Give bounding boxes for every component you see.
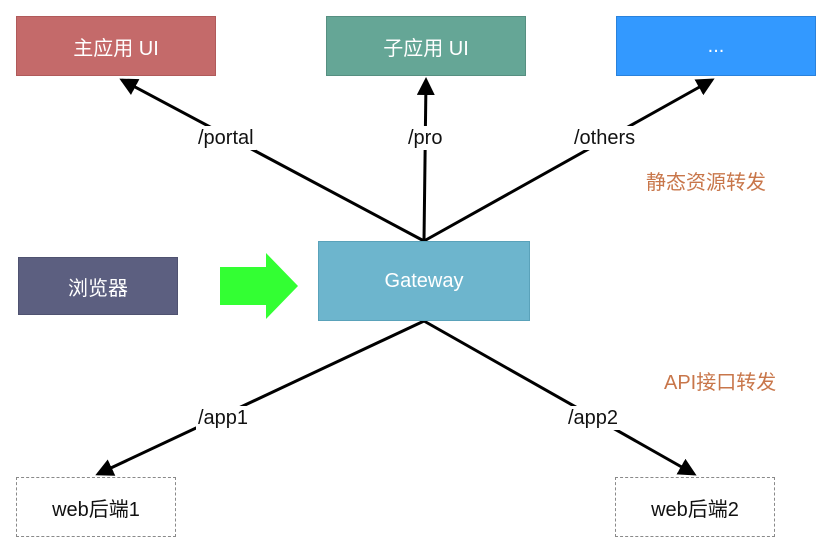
sub-app-ui-box: 子应用 UI [326, 16, 526, 76]
static-forward-note: 静态资源转发 [646, 172, 766, 194]
browser-box: 浏览器 [18, 257, 178, 315]
route-label-app1: /app1 [196, 406, 251, 430]
route-label-portal: /portal [196, 126, 256, 150]
backend-1-box: web后端1 [16, 477, 176, 537]
line-portal [119, 78, 425, 243]
main-app-ui-box: 主应用 UI [16, 16, 216, 76]
route-label-app2: /app2 [566, 406, 621, 430]
gateway-box: Gateway [318, 241, 530, 321]
line-pro [416, 77, 435, 242]
others-ui-box: ... [616, 16, 816, 76]
green-arrow-icon [220, 253, 298, 319]
route-label-others: /others [572, 126, 638, 150]
backend-2-box: web后端2 [615, 477, 775, 537]
line-others [423, 78, 715, 243]
route-label-pro: /pro [406, 126, 445, 150]
line-app1 [95, 319, 425, 476]
api-forward-note: API接口转发 [664, 372, 777, 394]
line-app2 [423, 319, 697, 476]
